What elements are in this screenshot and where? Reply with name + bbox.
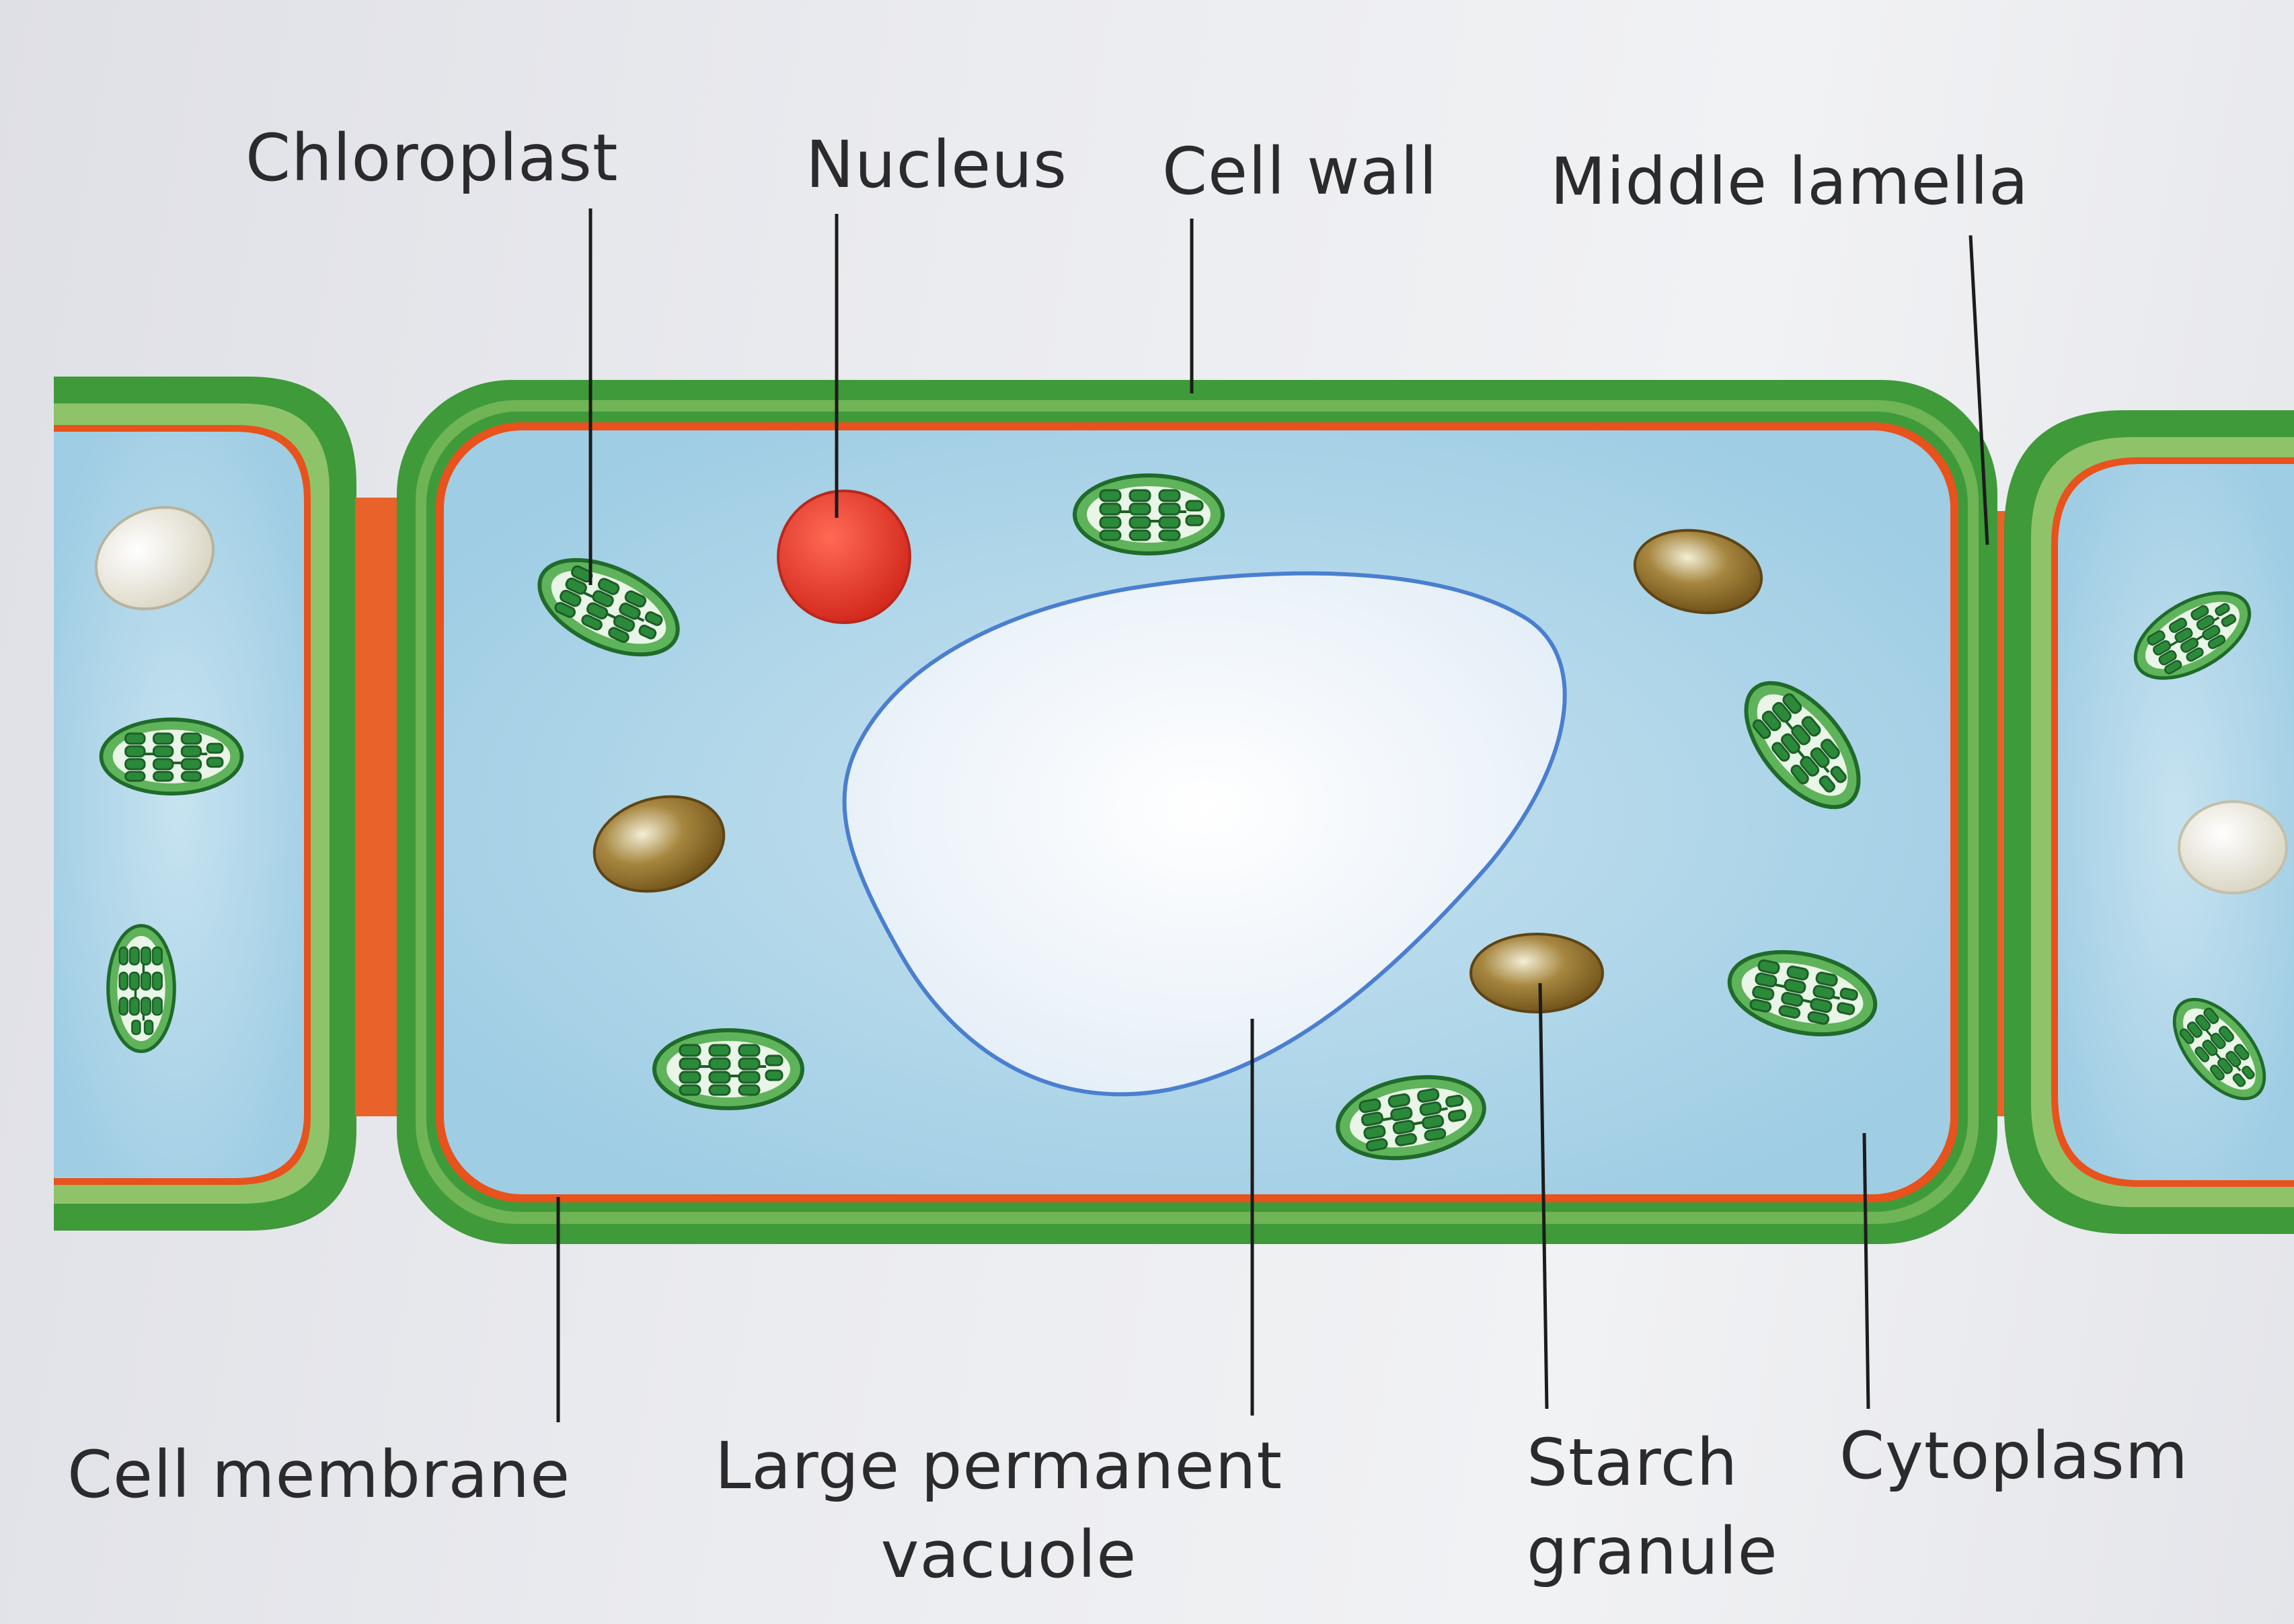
label-nucleus: Nucleus bbox=[806, 127, 1068, 202]
starch-granule-3 bbox=[1469, 933, 1604, 1013]
chloroplast-3 bbox=[654, 1030, 802, 1108]
starch-granule-2 bbox=[592, 795, 726, 893]
nucleus bbox=[777, 490, 911, 624]
label-chloroplast: Chloroplast bbox=[245, 120, 619, 196]
right-neighbour-cell bbox=[2004, 410, 2294, 1234]
label-starch-granule: Starch granule bbox=[1527, 1425, 1809, 1589]
large-permanent-vacuole bbox=[842, 571, 1567, 1097]
leader-cytoplasm bbox=[1862, 1132, 1870, 1409]
leader-middle-lamella bbox=[1968, 235, 1989, 545]
label-cell-membrane: Cell membrane bbox=[67, 1437, 571, 1512]
label-vacuole: Large permanent vacuole bbox=[713, 1428, 1285, 1592]
starch-granule-1 bbox=[1633, 529, 1763, 615]
label-cell-wall: Cell wall bbox=[1162, 134, 1438, 209]
label-starch-line1: Starch bbox=[1527, 1425, 1738, 1500]
leader-starch-granule bbox=[1538, 982, 1549, 1409]
left-neighbour-cell bbox=[54, 377, 356, 1231]
leader-lines bbox=[556, 208, 1989, 1422]
label-middle-lamella: Middle lamella bbox=[1550, 144, 2029, 219]
label-vacuole-line2: vacuole bbox=[880, 1517, 1137, 1593]
label-cytoplasm: Cytoplasm bbox=[1839, 1418, 2189, 1494]
middle-lamella-left bbox=[355, 498, 404, 1116]
main-cell bbox=[397, 380, 1997, 1244]
label-starch-line2: granule bbox=[1527, 1514, 1778, 1590]
chloroplast-2 bbox=[1075, 475, 1223, 553]
label-vacuole-line1: Large permanent bbox=[714, 1428, 1283, 1504]
